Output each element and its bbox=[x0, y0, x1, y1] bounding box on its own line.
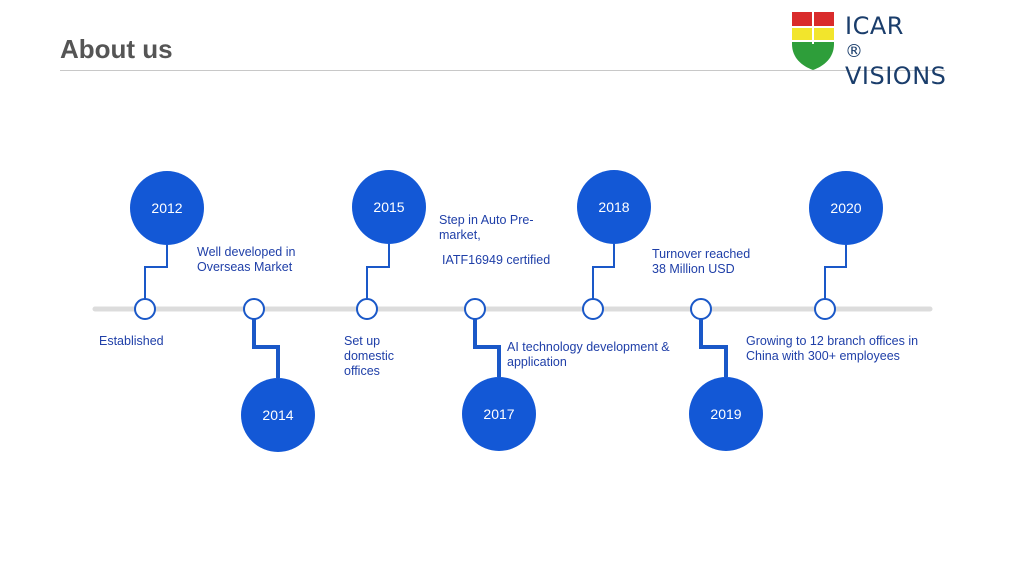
timeline-node-2020 bbox=[814, 298, 836, 320]
milestone-text-2019: Turnover reached 38 Million USD bbox=[652, 247, 751, 276]
year-label-2017: 2017 bbox=[483, 406, 514, 422]
milestone-text-2012: Established bbox=[99, 334, 164, 348]
year-circle-2015 bbox=[352, 170, 426, 244]
title-divider bbox=[60, 70, 945, 71]
timeline-node-2018 bbox=[582, 298, 604, 320]
year-label-2014: 2014 bbox=[262, 407, 293, 423]
logo-wordmark: ICAR ® VISIONS bbox=[845, 12, 947, 90]
year-label-2019: 2019 bbox=[710, 406, 741, 422]
milestone-text-2017: Step in Auto Pre-market, bbox=[439, 213, 534, 242]
milestone-text-2020: Growing to 12 branch offices in China wi… bbox=[746, 334, 919, 363]
timeline-node-2012 bbox=[134, 298, 156, 320]
connector-2015 bbox=[366, 244, 390, 299]
milestone-text-2017: IATF16949 certified bbox=[442, 253, 551, 267]
timeline-node-2014 bbox=[243, 298, 265, 320]
year-circle-2020 bbox=[809, 171, 883, 245]
milestone-text-2014: Well developed in Overseas Market bbox=[197, 245, 296, 274]
page-title: About us bbox=[60, 34, 173, 64]
connector-2020 bbox=[824, 245, 847, 299]
milestone-text-2015: Set up domestic offices bbox=[344, 334, 395, 378]
year-label-2020: 2020 bbox=[830, 200, 861, 216]
timeline-node-2017 bbox=[464, 298, 486, 320]
year-circle-2017 bbox=[462, 377, 536, 451]
year-circle-2019 bbox=[689, 377, 763, 451]
connector-2018 bbox=[592, 244, 615, 299]
connector-2014 bbox=[252, 319, 280, 378]
year-circle-2018 bbox=[577, 170, 651, 244]
shield-logo-icon bbox=[792, 12, 834, 70]
year-circle-2012 bbox=[130, 171, 204, 245]
year-label-2018: 2018 bbox=[598, 199, 629, 215]
year-label-2012: 2012 bbox=[151, 200, 182, 216]
milestone-text-2018: AI technology development & application bbox=[507, 340, 670, 369]
timeline-node-2019 bbox=[690, 298, 712, 320]
connector-2012 bbox=[144, 245, 168, 299]
year-label-2015: 2015 bbox=[373, 199, 404, 215]
year-circle-2014 bbox=[241, 378, 315, 452]
timeline-node-2015 bbox=[356, 298, 378, 320]
connector-2017 bbox=[473, 319, 501, 377]
connector-2019 bbox=[699, 319, 728, 377]
